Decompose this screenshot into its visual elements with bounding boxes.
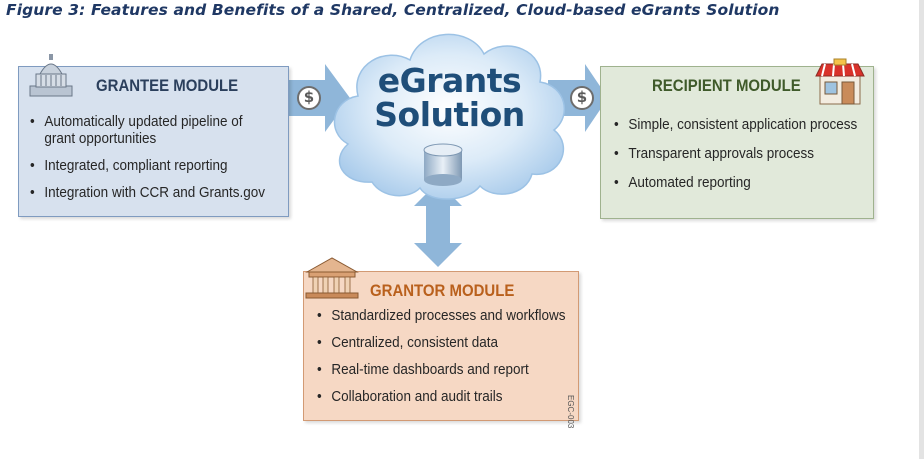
dollar-icon [297,86,321,110]
arrow-cloud-grantor [414,182,462,267]
list-item: Centralized, consistent data [317,335,566,352]
list-item: Integration with CCR and Grants.gov [30,185,265,202]
figure-title: Figure 3: Features and Benefits of a Sha… [6,1,780,19]
list-item: Standardized processes and workflows [317,308,566,325]
page-edge-bar [919,0,924,459]
cloud-shape [333,33,565,200]
database-icon [423,143,463,186]
list-item-continuation: grant opportunities [44,130,157,147]
dollar-symbol-left: $ [303,88,315,106]
courthouse-icon [305,257,359,299]
cloud-label: eGrants Solution [357,64,542,132]
document-code: EGC-003 [566,395,575,429]
capitol-building-icon [29,54,73,97]
dollar-icon [570,86,594,110]
recipient-module-title: RECIPIENT MODULE [652,76,801,95]
grantor-feature-list: Standardized processes and workflows Cen… [317,308,593,416]
list-item: Real-time dashboards and report [317,362,566,379]
dollar-symbol-right: $ [576,88,588,106]
recipient-module: RECIPIENT MODULE Simple, consistent appl… [600,66,874,219]
grantor-module-title: GRANTOR MODULE [370,281,515,300]
list-item: Automated reporting [614,175,857,192]
recipient-feature-list: Simple, consistent application process T… [614,117,884,202]
list-item: Automatically updated pipeline of [30,114,265,131]
storefront-icon [815,58,865,105]
cloud-line-1: eGrants [377,61,522,100]
cloud-line-2: Solution [374,95,525,134]
list-item: Transparent approvals process [614,146,857,163]
grantee-feature-list: Automatically updated pipeline of grant … [30,114,291,212]
list-item: Collaboration and audit trails [317,389,566,406]
grantee-module-title: GRANTEE MODULE [96,76,239,95]
list-item: Integrated, compliant reporting [30,158,265,175]
list-item: Simple, consistent application process [614,117,857,134]
